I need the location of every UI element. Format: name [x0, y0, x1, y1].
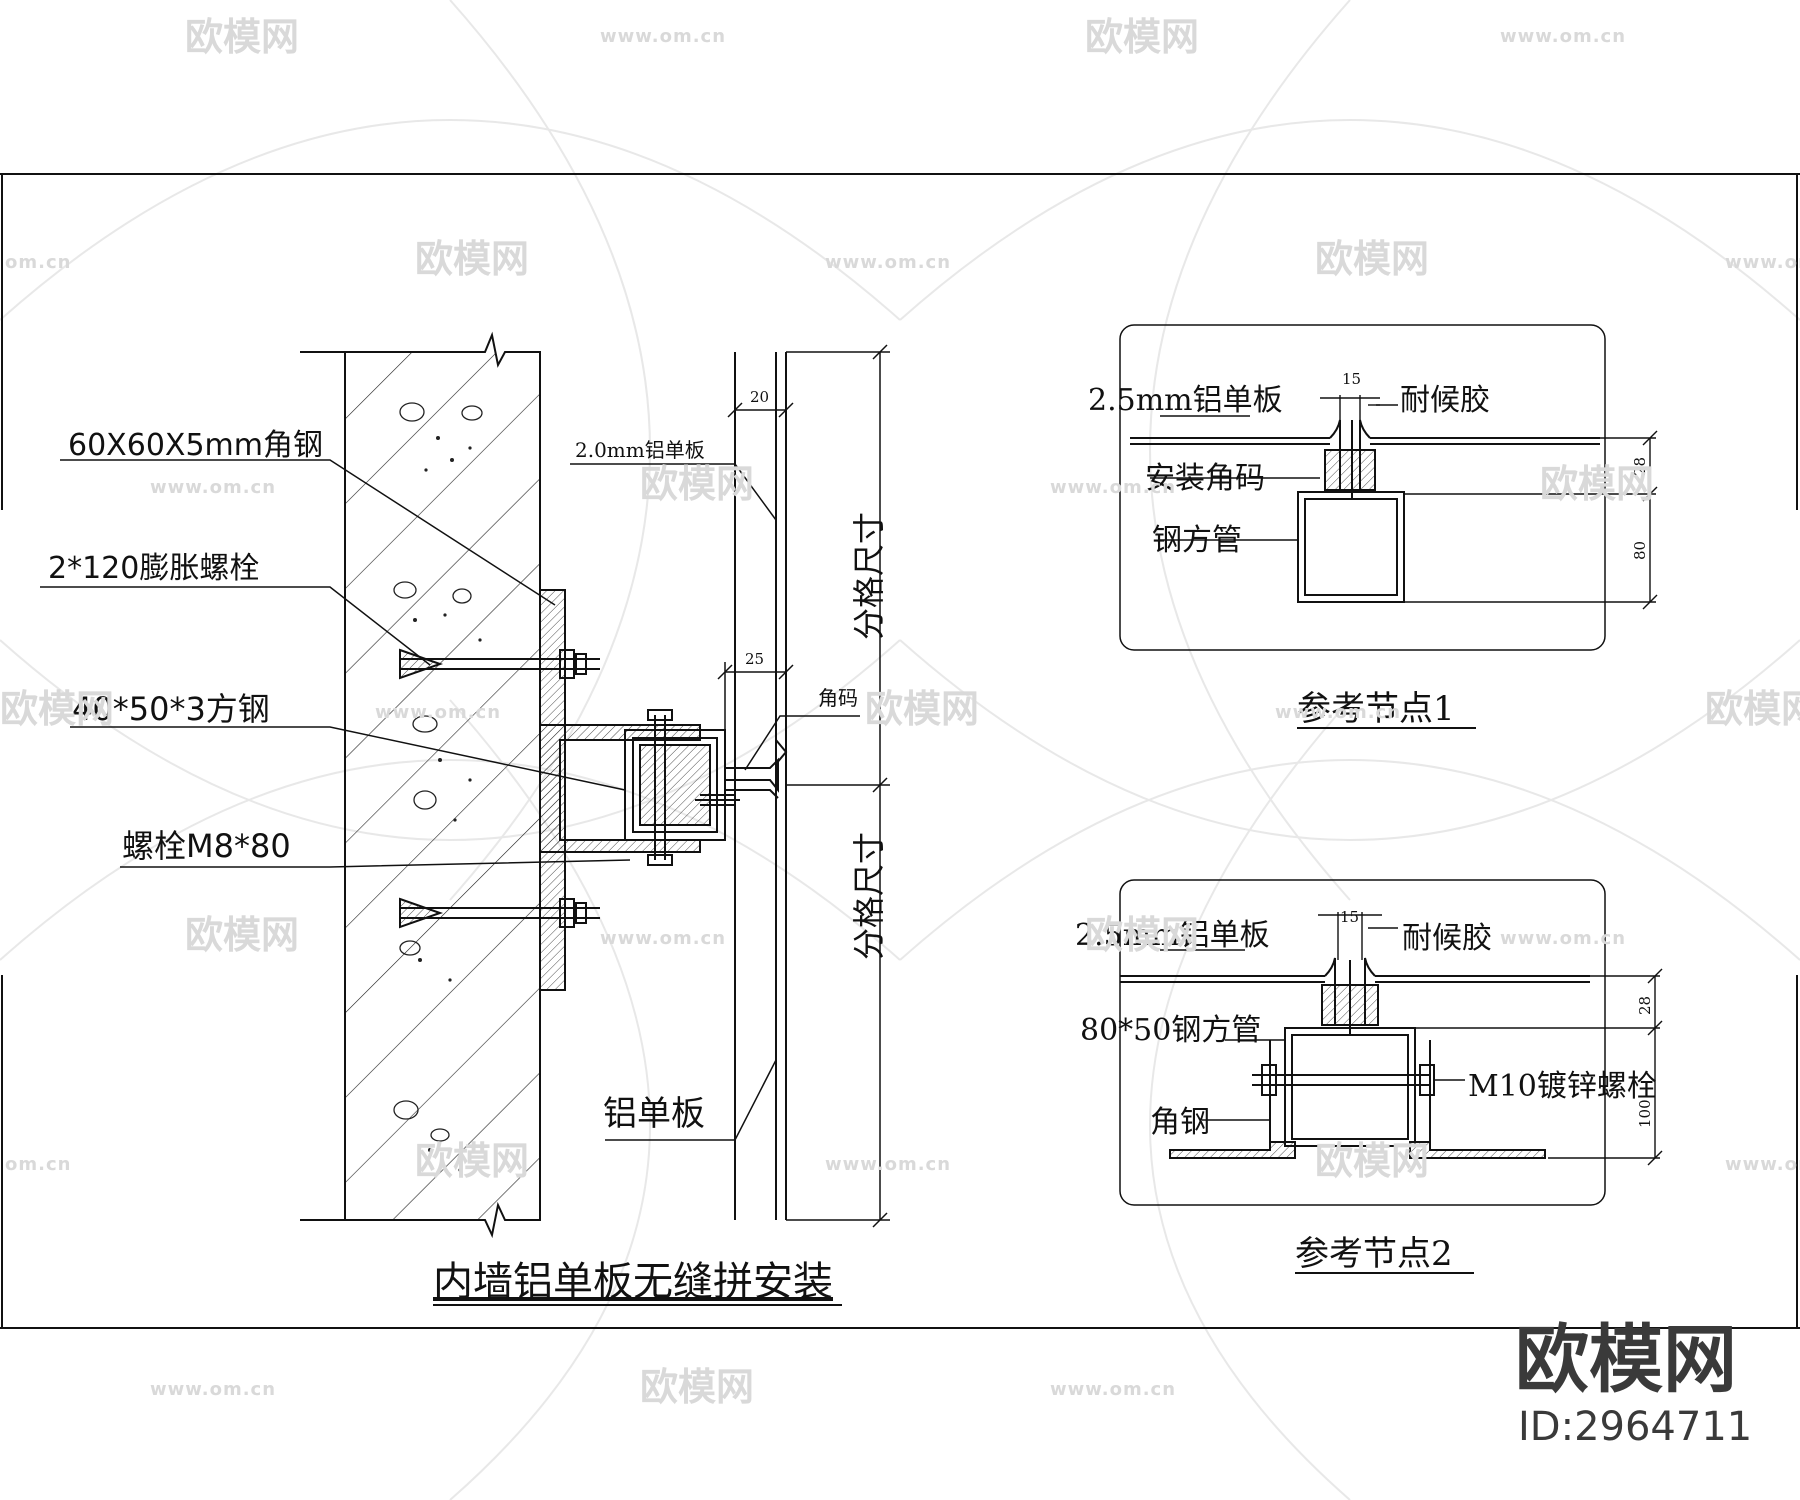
angle-steel-label: 60X60X5mm角钢 [68, 428, 323, 463]
watermark-logo: 欧模网 [185, 913, 299, 957]
node2-dim-h1: 28 [1636, 996, 1654, 1015]
node2-dim-h2: 100 [1636, 1099, 1654, 1128]
watermark-logo: 欧模网 [0, 687, 114, 731]
node1-dim-h1: 28 [1631, 457, 1649, 476]
brand-mark: 欧模网 ID:2964711 [1515, 1317, 1752, 1450]
watermark-url: www.om.cn [1050, 477, 1176, 498]
watermark-url: www.om.cn [600, 26, 726, 47]
node1-square-tube-label: 钢方管 [1152, 523, 1242, 558]
node2-detail: 2.5mm铝单板 耐候胶 80*50钢方管 M10镀锌螺栓 角钢 15 28 1… [1075, 879, 1663, 1206]
watermark-logo: 欧模网 [185, 15, 299, 59]
node1-sealant-label: 耐候胶 [1400, 383, 1490, 418]
watermark-url: www.om.cn [150, 477, 276, 498]
watermark-url: www.om.cn [825, 1154, 951, 1175]
node1-title: 参考节点1 [1297, 689, 1455, 729]
dim-offset-mid: 25 [745, 650, 764, 668]
watermark-logo: 欧模网 [1085, 913, 1199, 957]
node1-panel-label: 2.5mm铝单板 [1088, 383, 1283, 418]
expansion-bolt-label: 2*120膨胀螺栓 [48, 551, 259, 586]
watermark-logo: 欧模网 [1315, 1139, 1429, 1183]
watermark-url: www.om.cn [375, 702, 501, 723]
bolt-label: 螺栓M8*80 [122, 827, 291, 865]
watermark-logo: 欧模网 [1705, 687, 1800, 731]
watermark-url: om.cn [5, 1154, 71, 1175]
watermark-logo: 欧模网 [640, 1365, 754, 1409]
node1-detail: 2.5mm铝单板 耐候胶 安装角码 钢方管 15 28 80 [1088, 324, 1658, 651]
main-wall-section [300, 331, 541, 1239]
node2-dim-gap: 15 [1340, 908, 1359, 926]
brand-logo: 欧模网 [1515, 1317, 1737, 1403]
watermark-texts: 欧模网 www.om.cn 欧模网 www.om.cn om.cn 欧模网 ww… [0, 15, 1800, 1409]
corner-code-label: 角码 [818, 686, 858, 710]
watermark-url: www.om.cn [1050, 1379, 1176, 1400]
watermark-url: www.om.cn [150, 1379, 276, 1400]
node2-angle-steel-label: 角钢 [1150, 1105, 1210, 1140]
corner-code [725, 757, 779, 799]
square-steel-label: 40*50*3方钢 [72, 690, 270, 728]
node1-dim-h2: 80 [1631, 541, 1649, 560]
watermark-url: www.om.cn [1275, 702, 1401, 723]
node2-square-tube-label: 80*50钢方管 [1080, 1013, 1261, 1048]
panel-2mm-label: 2.0mm铝单板 [575, 438, 705, 462]
watermark-logo: 欧模网 [415, 1139, 529, 1183]
watermark-logo: 欧模网 [640, 462, 754, 506]
watermark-url: www.om.cn [1725, 252, 1800, 273]
main-detail-title: 内墙铝单板无缝拼安装 [433, 1259, 833, 1305]
watermark-logo: 欧模网 [865, 687, 979, 731]
node2-bolt-label: M10镀锌螺栓 [1468, 1069, 1657, 1104]
watermark-logo: 欧模网 [415, 237, 529, 281]
watermark-url: www.om.cn [600, 928, 726, 949]
watermark-logo: 欧模网 [1540, 462, 1654, 506]
main-dimension-lines [717, 344, 890, 1228]
brand-id: ID:2964711 [1518, 1404, 1752, 1450]
node2-panel-label: 2.5mm铝单板 [1075, 918, 1270, 953]
node1-dim-gap: 15 [1342, 370, 1361, 388]
panel-label: 铝单板 [603, 1094, 705, 1134]
watermark-url: www.om.cn [1725, 1154, 1800, 1175]
node2-sealant-label: 耐候胶 [1402, 921, 1492, 956]
watermark-logo: 欧模网 [1315, 237, 1429, 281]
watermark-url: om.cn [5, 252, 71, 273]
watermark-url: www.om.cn [825, 252, 951, 273]
watermark-logo: 欧模网 [1085, 15, 1199, 59]
main-leader-lines [40, 459, 860, 1141]
square-steel-tube [624, 709, 740, 866]
grid-size-top-label: 分格尺寸 [850, 512, 888, 640]
node2-title: 参考节点2 [1295, 1234, 1453, 1274]
watermark-url: www.om.cn [1500, 928, 1626, 949]
dim-offset-top: 20 [750, 388, 769, 406]
grid-size-bottom-label: 分格尺寸 [850, 832, 888, 960]
main-labels: 60X60X5mm角钢 2*120膨胀螺栓 40*50*3方钢 螺栓M8*80 … [48, 388, 888, 1134]
node1-corner-code-label: 安装角码 [1145, 461, 1265, 496]
sheet-frame [0, 173, 1800, 1329]
watermark-url: www.om.cn [1500, 26, 1626, 47]
